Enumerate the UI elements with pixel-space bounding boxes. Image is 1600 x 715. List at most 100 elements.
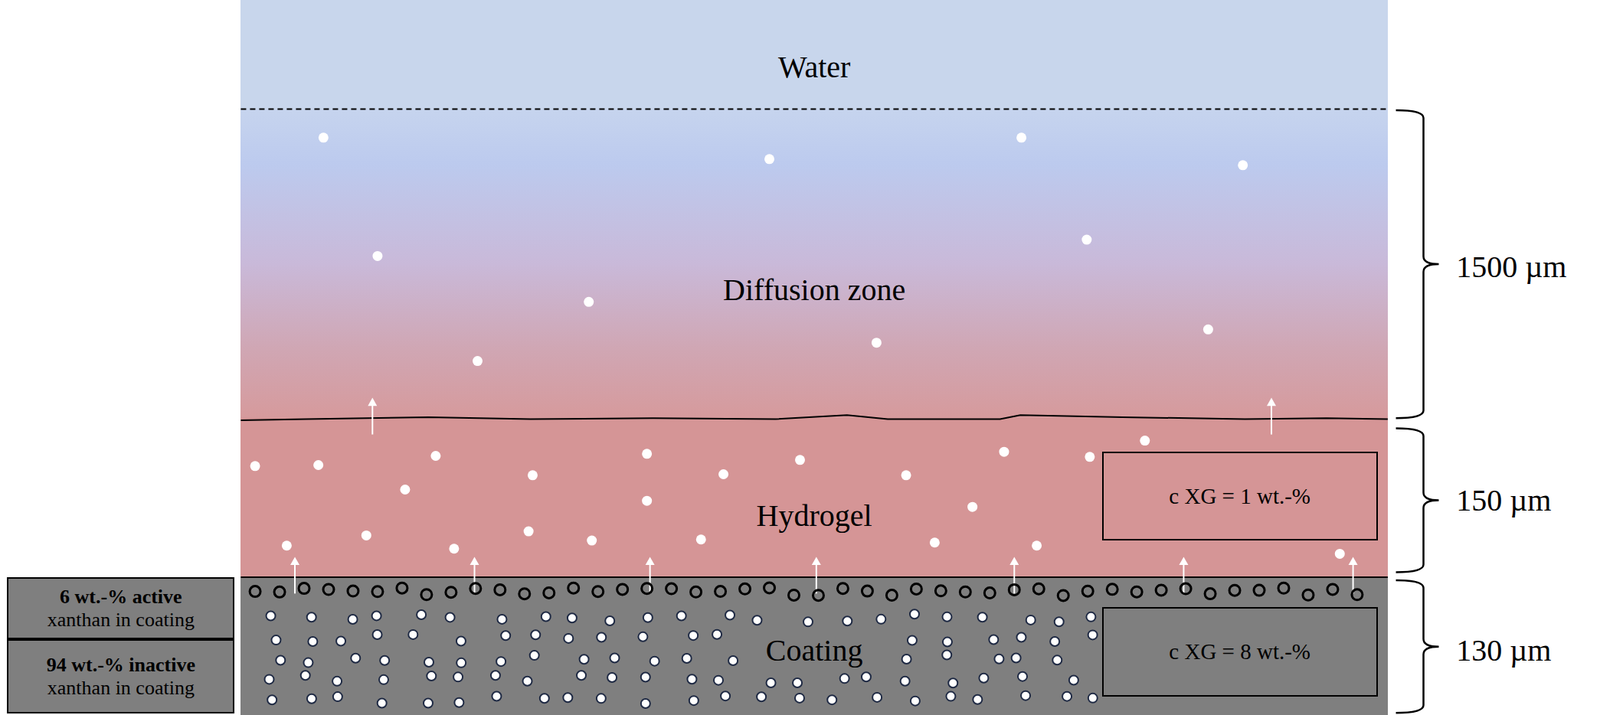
release-arrow xyxy=(1352,562,1355,594)
inactive-xanthan xyxy=(948,678,958,688)
inactive-xanthan xyxy=(942,638,953,648)
inactive-xanthan xyxy=(910,696,920,707)
inactive-xanthan xyxy=(301,670,311,681)
inactive-xanthan xyxy=(713,676,724,686)
inactive-xanthan xyxy=(605,616,615,626)
inactive-xanthan xyxy=(725,610,735,620)
active-xanthan xyxy=(1229,585,1241,596)
inactive-xanthan xyxy=(650,657,660,667)
active-xanthan xyxy=(1253,585,1265,596)
xanthan-particle xyxy=(718,469,729,480)
inactive-xanthan xyxy=(638,632,648,642)
release-arrow xyxy=(1270,404,1273,436)
active-xanthan xyxy=(837,583,848,595)
inactive-xanthan xyxy=(795,693,805,704)
active-xanthan xyxy=(910,583,922,595)
active-xanthan xyxy=(249,586,261,598)
active-xanthan xyxy=(274,586,285,598)
active-xanthan xyxy=(1106,584,1118,596)
inactive-xanthan xyxy=(907,636,917,646)
inactive-xanthan xyxy=(1062,692,1072,702)
inactive-xanthan xyxy=(720,691,730,701)
inactive-xanthan xyxy=(942,612,953,622)
release-arrow xyxy=(815,562,818,594)
inactive-xanthan xyxy=(307,637,318,647)
inactive-xanthan xyxy=(332,677,342,687)
active-xanthan xyxy=(396,582,408,594)
inactive-xanthan xyxy=(902,654,912,665)
inactive-xanthan xyxy=(275,656,285,666)
xanthan-particle xyxy=(523,526,534,537)
inactive-xanthan xyxy=(307,694,317,704)
inactive-xanthan xyxy=(712,630,722,640)
active-xanthan xyxy=(568,582,580,594)
active-xanthan xyxy=(519,588,531,600)
active-xanthan xyxy=(1057,590,1069,602)
inactive-xanthan xyxy=(456,658,466,668)
xanthan-particle xyxy=(795,454,805,465)
active-xanthan xyxy=(1278,582,1290,594)
active-xanthan xyxy=(470,583,481,595)
dimension-label: 130 µm xyxy=(1456,631,1551,668)
xanthan-particle xyxy=(1334,549,1345,560)
active-xanthan xyxy=(1180,583,1192,595)
boundary-line xyxy=(240,108,1388,111)
inactive-xanthan xyxy=(596,693,606,704)
xanthan-particle xyxy=(583,297,594,308)
release-arrowhead xyxy=(470,556,480,566)
xanthan-particle xyxy=(929,537,940,548)
inactive-xanthan xyxy=(978,674,989,684)
inactive-xanthan xyxy=(688,631,698,641)
active-xanthan xyxy=(959,586,971,598)
inactive-xanthan xyxy=(423,698,433,708)
xanthan-particle xyxy=(901,470,912,481)
xanthan-particle xyxy=(448,543,459,554)
release-arrowhead xyxy=(645,556,655,566)
active-xanthan xyxy=(764,582,776,594)
active-xanthan xyxy=(886,590,897,602)
release-arrow xyxy=(1182,562,1185,594)
inactive-xanthan xyxy=(728,656,738,666)
inactive-xanthan xyxy=(490,670,501,681)
xanthan-particle xyxy=(696,534,707,545)
active-xanthan xyxy=(445,587,457,599)
inactive-xanthan xyxy=(530,630,540,640)
hydrogel-surface xyxy=(240,415,1388,421)
active-xanthan xyxy=(861,585,873,597)
active-xanthan xyxy=(1302,589,1314,601)
active-xanthan xyxy=(617,584,629,596)
inactive-xanthan xyxy=(426,671,436,681)
xanthan-particle xyxy=(586,536,597,547)
inactive-xanthan xyxy=(424,657,434,668)
xanthan-particle xyxy=(1237,160,1248,171)
layer-label: c XG = 1 wt.-% xyxy=(1168,484,1311,510)
inactive-xanthan xyxy=(576,670,586,681)
layer-label: c XG = 8 wt.-% xyxy=(1168,639,1311,665)
inactive-xanthan xyxy=(377,698,387,708)
xanthan-particle xyxy=(871,337,882,348)
inactive-xanthan xyxy=(307,612,317,622)
xanthan-particle xyxy=(250,461,261,472)
inactive-xanthan xyxy=(333,692,343,702)
layer-label: Diffusion zone xyxy=(723,271,906,308)
inactive-xanthan xyxy=(348,615,358,625)
inactive-xanthan xyxy=(1088,630,1098,640)
dimension-bracket xyxy=(1396,580,1440,714)
xanthan-particle xyxy=(998,447,1009,458)
xanthan-particle xyxy=(1139,435,1150,446)
dimension-bracket xyxy=(1396,428,1440,573)
layer-label: Coating xyxy=(765,631,864,668)
active-xanthan xyxy=(666,583,678,595)
xanthan-particle xyxy=(1084,451,1095,462)
inactive-xanthan xyxy=(1054,617,1064,627)
xanthan-particle xyxy=(430,451,441,462)
release-arrowhead xyxy=(290,556,300,566)
inactive-xanthan xyxy=(942,651,952,661)
inactive-xanthan xyxy=(567,613,577,623)
active-xanthan xyxy=(641,583,653,595)
inactive-xanthan xyxy=(607,673,617,683)
concentration-box: c XG = 1 wt.-% xyxy=(1102,451,1378,541)
inactive-xanthan xyxy=(350,654,360,664)
inactive-xanthan xyxy=(766,678,776,688)
xanthan-particle xyxy=(1031,540,1042,551)
